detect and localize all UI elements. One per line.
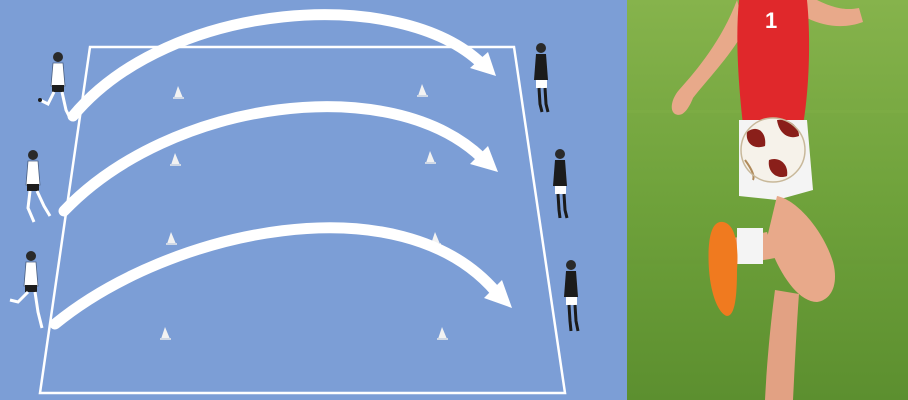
player-photo: 1	[627, 0, 908, 400]
pitch-background	[0, 0, 627, 400]
drill-diagram	[0, 0, 627, 400]
drill-diagram-panel	[0, 0, 627, 400]
white-sock	[737, 228, 763, 264]
soccer-ball	[741, 118, 805, 182]
jersey-number: 1	[765, 8, 777, 33]
photo-panel: 1	[627, 0, 908, 400]
